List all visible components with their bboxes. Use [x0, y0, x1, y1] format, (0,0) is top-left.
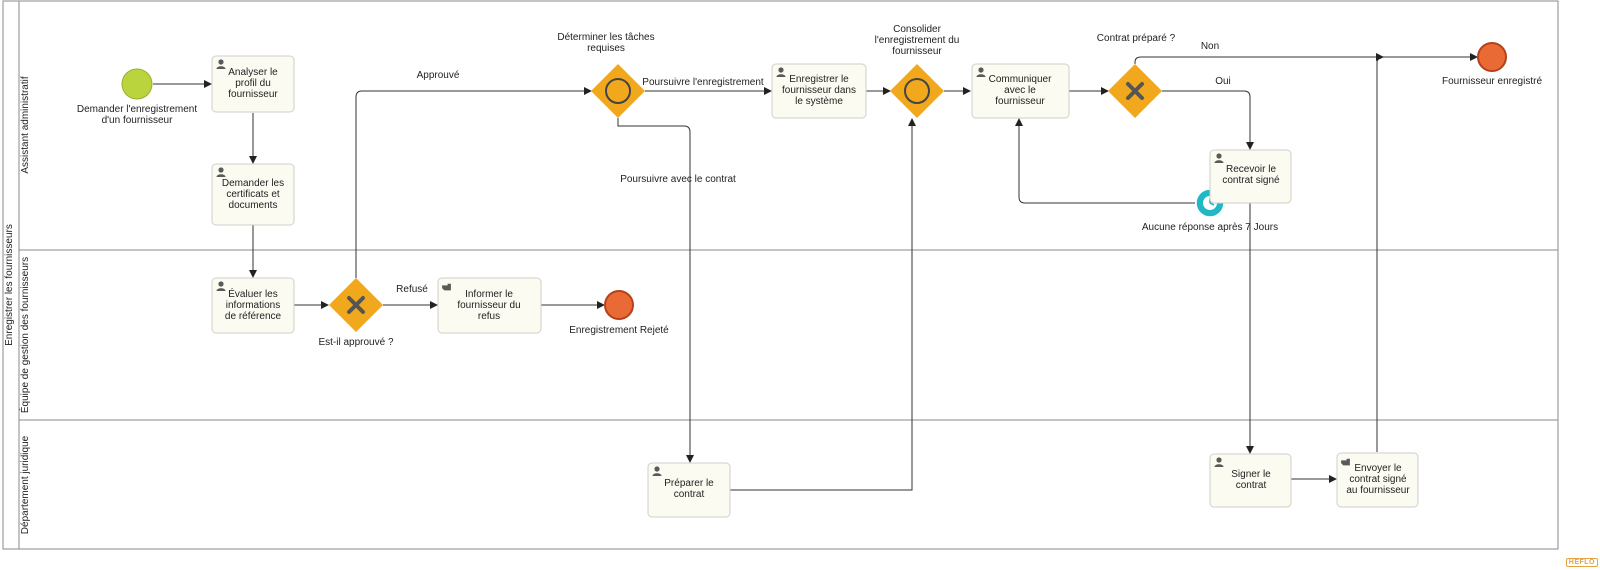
task-envoyer-line3: au fournisseur [1346, 485, 1410, 496]
task-analyser-line3: fournisseur [228, 89, 278, 100]
task-evaluer-line2: informations [226, 300, 280, 311]
lane-label-juridique: Département juridique [20, 435, 31, 534]
task-analyser[interactable]: Analyser le profil du fournisseur [211, 55, 295, 113]
flow-approuve[interactable] [355, 87, 592, 278]
task-signer[interactable]: Signer le contrat [1209, 453, 1292, 508]
circle-icon [605, 78, 631, 104]
task-enregistrer-systeme[interactable]: Enregistrer le fournisseur dans le systè… [771, 63, 867, 119]
lane-label-admin: Assistant administratif [20, 76, 31, 173]
end-event-rejete-label: Enregistrement Rejeté [569, 325, 669, 336]
flow-label-approuve: Approuvé [417, 70, 460, 81]
start-event-label-line1: Demander l'enregistrement [77, 104, 198, 115]
gateway-consolider-label-line3: fournisseur [892, 46, 942, 57]
task-informer-line3: refus [478, 311, 500, 322]
flow-non[interactable] [1134, 53, 1478, 64]
flow-poursuivre-contrat[interactable] [617, 118, 694, 463]
flow-label-poursuivre-enregistrement: Poursuivre l'enregistrement [642, 77, 764, 88]
end-event-enregistre-label: Fournisseur enregistré [1442, 76, 1542, 87]
task-evaluer-line3: de référence [225, 311, 282, 322]
gateway-contrat-prepare-label: Contrat préparé ? [1097, 33, 1176, 44]
task-demander-line3: documents [229, 200, 278, 211]
task-communiquer[interactable]: Communiquer avec le fournisseur [971, 63, 1070, 119]
timer-boundary-event[interactable]: Aucune réponse après 7 Jours [1142, 188, 1278, 233]
gateway-approuve-label: Est-il approuvé ? [318, 337, 393, 348]
task-communiquer-line2: avec le [1004, 85, 1036, 96]
task-informer-line1: Informer le [465, 289, 513, 300]
x-icon [347, 296, 365, 314]
start-event-label-line2: d'un fournisseur [102, 115, 174, 126]
flow-label-refuse: Refusé [396, 284, 428, 295]
task-envoyer-line2: contrat signé [1349, 474, 1407, 485]
task-recevoir-line2: contrat signé [1222, 175, 1280, 186]
circle-icon [904, 78, 930, 104]
flow-envoyer-end[interactable] [1375, 53, 1384, 452]
flow-label-non: Non [1201, 41, 1219, 52]
pool: Enregistrer les fournisseurs Assistant a… [2, 0, 1559, 550]
gateway-approuve[interactable]: Est-il approuvé ? [318, 278, 394, 348]
task-recevoir[interactable]: Recevoir le contrat signé [1209, 149, 1292, 204]
gateway-consolider-label-line2: l'enregistrement du [875, 35, 960, 46]
task-enregistrer-line2: fournisseur dans [782, 85, 856, 96]
task-evaluer[interactable]: Évaluer les informations de référence [211, 277, 295, 334]
x-icon [1126, 82, 1144, 100]
gateway-determiner-label-line2: requises [587, 43, 625, 54]
task-envoyer-line1: Envoyer le [1354, 463, 1402, 474]
lane-label-gestion: Équipe de gestion des fournisseurs [18, 257, 31, 413]
task-preparer[interactable]: Préparer le contrat [647, 462, 731, 518]
gateway-consolider[interactable]: Consolider l'enregistrement du fournisse… [875, 24, 960, 118]
end-event-enregistre[interactable]: Fournisseur enregistré [1442, 42, 1542, 87]
flow-timer-communiquer[interactable] [1015, 118, 1195, 204]
flow-label-oui: Oui [1215, 76, 1231, 87]
gateway-contrat-prepare[interactable]: Contrat préparé ? [1097, 33, 1176, 118]
task-signer-line2: contrat [1236, 480, 1267, 491]
task-communiquer-line1: Communiquer [989, 74, 1052, 85]
task-preparer-line1: Préparer le [664, 478, 714, 489]
gateway-determiner[interactable]: Déterminer les tâches requises [557, 32, 655, 118]
pool-label: Enregistrer les fournisseurs [4, 224, 15, 346]
task-signer-line1: Signer le [1231, 469, 1271, 480]
task-evaluer-line1: Évaluer les [228, 287, 277, 300]
task-communiquer-line3: fournisseur [995, 96, 1045, 107]
task-analyser-line1: Analyser le [228, 67, 278, 78]
task-enregistrer-line1: Enregistrer le [789, 74, 849, 85]
task-preparer-line2: contrat [674, 489, 705, 500]
heflo-logo: HEFLO [1565, 558, 1598, 567]
task-analyser-line2: profil du [235, 78, 271, 89]
flow-label-poursuivre-contrat: Poursuivre avec le contrat [620, 174, 736, 185]
start-event[interactable]: Demander l'enregistrement d'un fournisse… [77, 68, 198, 126]
end-event-rejete[interactable]: Enregistrement Rejeté [569, 290, 669, 336]
task-demander-certificats[interactable]: Demander les certificats et documents [211, 163, 295, 226]
flow-oui[interactable] [1162, 90, 1254, 150]
task-demander-line2: certificats et [226, 189, 280, 200]
task-informer[interactable]: Informer le fournisseur du refus [437, 277, 542, 334]
timer-event-label: Aucune réponse après 7 Jours [1142, 222, 1278, 233]
sequence-flows [153, 53, 1478, 491]
task-enregistrer-line3: le système [795, 96, 843, 107]
gateway-determiner-label-line1: Déterminer les tâches [557, 32, 654, 43]
task-recevoir-line1: Recevoir le [1226, 164, 1276, 175]
task-envoyer[interactable]: Envoyer le contrat signé au fournisseur [1336, 452, 1419, 508]
task-informer-line2: fournisseur du [457, 300, 520, 311]
task-demander-line1: Demander les [222, 178, 284, 189]
gateway-consolider-label-line1: Consolider [893, 24, 941, 35]
flow-preparer-consolider[interactable] [730, 118, 916, 491]
